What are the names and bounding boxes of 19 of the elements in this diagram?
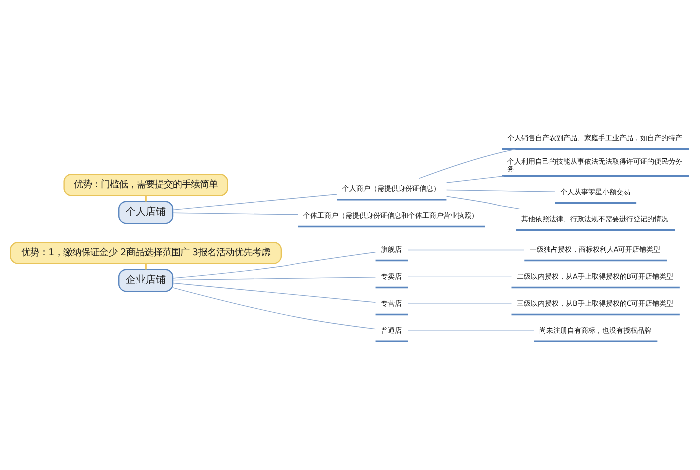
connector	[408, 276, 512, 278]
connector	[172, 288, 376, 330]
connector	[172, 282, 376, 303]
connector	[172, 212, 299, 216]
connector	[419, 149, 516, 180]
connector	[446, 196, 520, 210]
connector	[408, 250, 525, 251]
connector	[446, 190, 556, 192]
node-box: 优势：1，缴纳保证金少 2商品选择范围广 3报名活动优先考虑	[10, 242, 282, 264]
connector	[172, 277, 376, 281]
connector	[145, 196, 147, 202]
connector	[446, 176, 504, 184]
connector	[172, 252, 376, 279]
node-box: 企业店铺	[118, 269, 174, 292]
connector	[172, 194, 338, 211]
connector	[408, 330, 534, 332]
node-box: 优势：门槛低，需要提交的手续简单	[64, 174, 228, 196]
connector	[145, 264, 147, 270]
node-box: 个人店铺	[118, 201, 174, 224]
